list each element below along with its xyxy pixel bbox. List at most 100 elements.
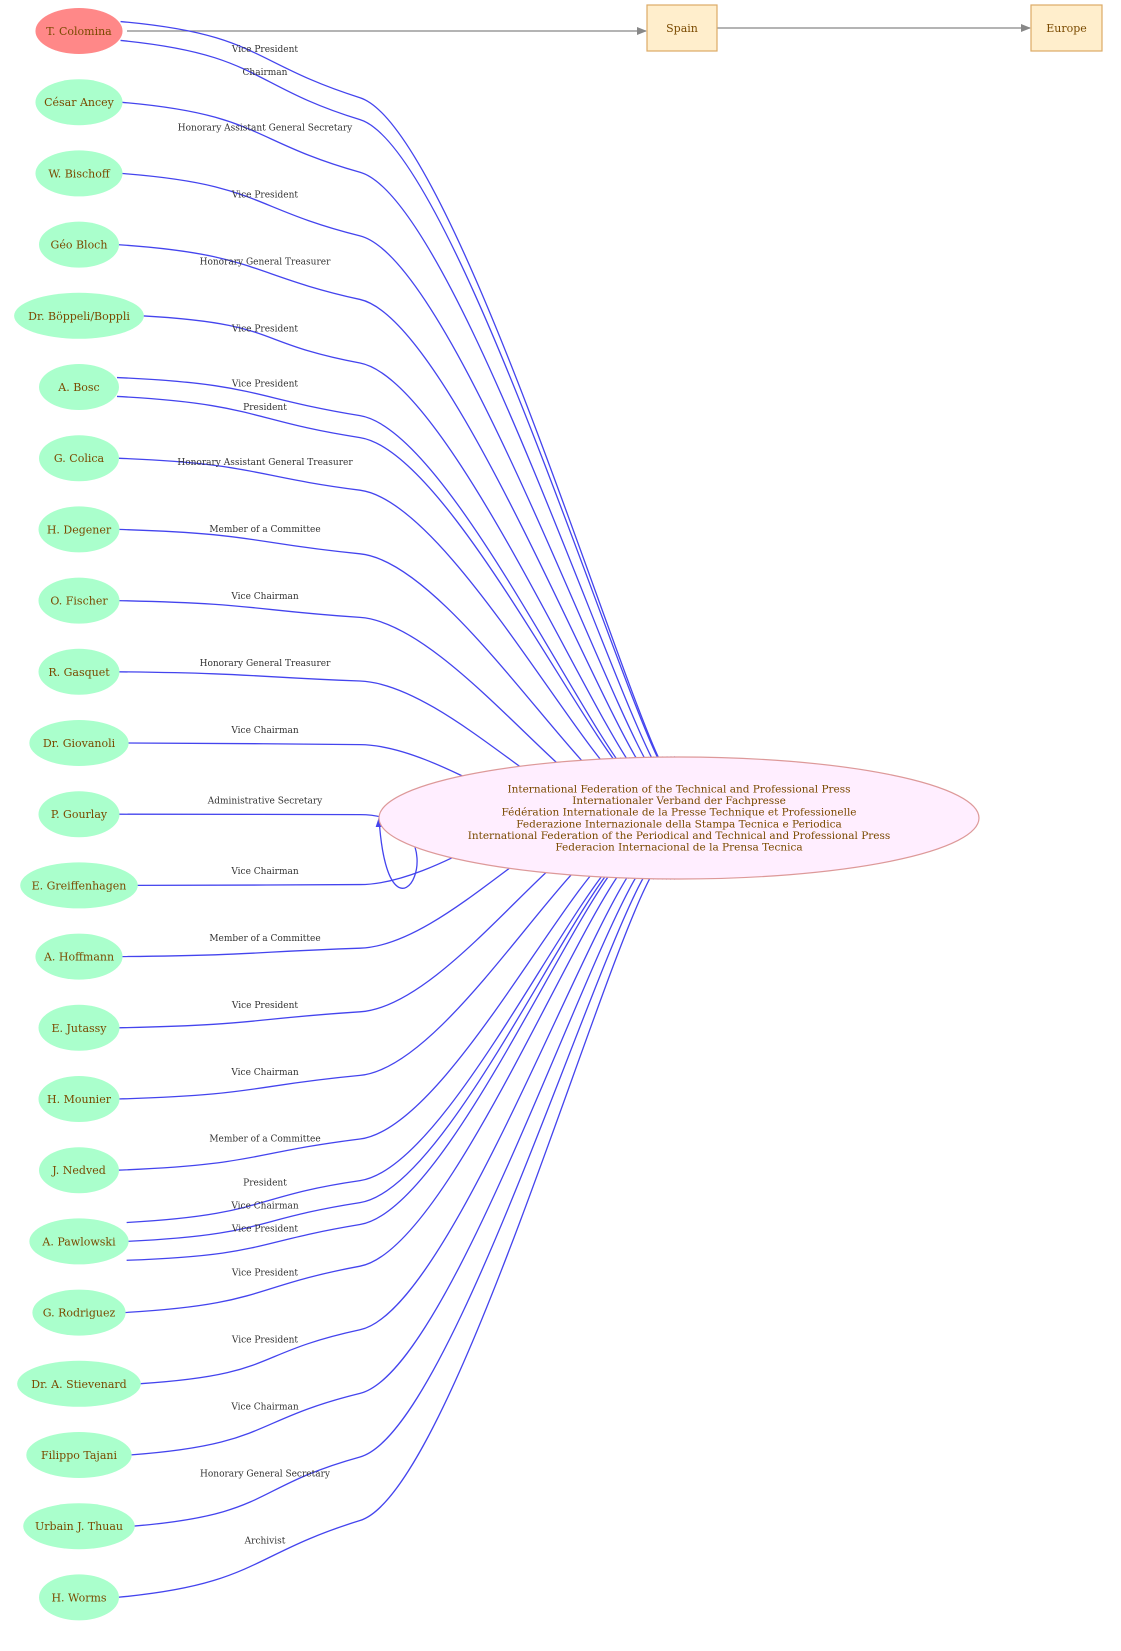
organization-name-line: Federacion Internacional de la Prensa Te… (555, 842, 802, 854)
edge-filippo-tajani-0 (129, 853, 671, 1456)
role-label: Vice Chairman (230, 726, 299, 736)
person-name: W. Bischoff (48, 167, 110, 180)
edge-h-degener-0 (117, 528, 648, 800)
person-name: A. Pawlowski (41, 1235, 116, 1248)
edge-cesar-ancey-0 (120, 101, 676, 781)
person-name: O. Fischer (50, 595, 108, 608)
role-label: Vice President (231, 1001, 299, 1011)
person-node-p-gourlay[interactable]: P. Gourlay (38, 791, 120, 838)
person-node-geo-bloch[interactable]: Géo Bloch (39, 221, 119, 268)
edge-urbain-j-thuau-0 (132, 854, 675, 1527)
location-node-spain[interactable]: Spain (646, 4, 718, 52)
role-label: Vice Chairman (230, 1402, 299, 1412)
role-label: President (243, 1179, 287, 1189)
person-name: J. Nedved (51, 1164, 106, 1177)
person-name: Filippo Tajani (41, 1449, 117, 1462)
person-node-cesar-ancey[interactable]: César Ancey (35, 79, 123, 126)
person-node-w-bischoff[interactable]: W. Bischoff (35, 150, 123, 197)
person-name: César Ancey (44, 96, 115, 109)
role-label: Honorary Assistant General Secretary (178, 123, 353, 133)
person-name: Dr. A. Stievenard (31, 1378, 126, 1391)
person-name: A. Bosc (57, 381, 99, 394)
person-name: H. Degener (47, 523, 112, 536)
person-node-a-bosc[interactable]: A. Bosc (39, 364, 119, 410)
organization-name-line: Federazione Internazionale della Stampa … (516, 818, 842, 830)
edge-a-pawlowski-0 (126, 843, 657, 1224)
person-name: R. Gasquet (48, 666, 110, 679)
person-node-h-degener[interactable]: H. Degener (38, 506, 120, 553)
person-node-e-jutassy[interactable]: E. Jutassy (38, 1004, 120, 1051)
role-label: Honorary Assistant General Treasurer (177, 458, 353, 468)
role-label: Member of a Committee (209, 934, 320, 944)
role-label: Vice Chairman (230, 1068, 299, 1078)
organization-node[interactable]: International Federation of the Technica… (378, 756, 980, 880)
edge-dr-a-stievenard-0 (138, 851, 666, 1385)
person-node-filippo-tajani[interactable]: Filippo Tajani (26, 1432, 132, 1478)
person-name: P. Gourlay (51, 808, 108, 821)
person-name: Dr. Giovanoli (43, 737, 116, 750)
role-label: Vice President (231, 45, 299, 55)
person-node-dr-a-stievenard[interactable]: Dr. A. Stievenard (17, 1360, 141, 1407)
organization-name-line: Internationaler Verband der Fachpresse (572, 795, 786, 807)
person-node-h-mounier[interactable]: H. Mounier (38, 1076, 120, 1122)
edge-h-worms-0 (116, 856, 678, 1599)
person-node-o-fischer[interactable]: O. Fischer (38, 577, 120, 624)
role-label: Honorary General Secretary (200, 1469, 331, 1479)
edge-a-bosc-0 (116, 376, 659, 791)
role-label: Honorary General Treasurer (200, 257, 331, 267)
role-label: Vice Chairman (230, 1202, 299, 1212)
edge-t-colomina-0 (120, 20, 680, 780)
role-label: Vice Chairman (230, 592, 299, 602)
organization-name-line: International Federation of the Technica… (507, 784, 850, 796)
person-name: G. Colica (54, 452, 105, 465)
edge-t-colomina-1 (120, 39, 680, 780)
person-node-t-colomina[interactable]: T. Colomina (35, 8, 123, 54)
edge-w-bischoff-0 (120, 172, 672, 783)
location-label: Spain (666, 22, 698, 35)
person-name: T. Colomina (46, 25, 112, 38)
person-node-a-hoffmann[interactable]: A. Hoffmann (35, 933, 123, 980)
edge-h-mounier-0 (117, 835, 646, 1100)
person-name: A. Hoffmann (43, 951, 114, 964)
location-node-europe[interactable]: Europe (1030, 4, 1103, 52)
person-node-a-pawlowski[interactable]: A. Pawlowski (29, 1218, 129, 1265)
person-node-urbain-j-thuau[interactable]: Urbain J. Thuau (23, 1503, 135, 1550)
role-label: Vice Chairman (230, 867, 299, 877)
person-name: E. Greiffenhagen (32, 879, 127, 892)
person-name: E. Jutassy (52, 1022, 108, 1035)
edge-a-pawlowski-1 (126, 844, 657, 1243)
role-label: Archivist (244, 1536, 286, 1546)
role-label: Vice President (231, 1269, 299, 1279)
edge-a-bosc-1 (116, 395, 659, 792)
person-name: Géo Bloch (51, 239, 108, 252)
person-node-r-gasquet[interactable]: R. Gasquet (38, 648, 120, 695)
person-node-dr-giovanoli[interactable]: Dr. Giovanoli (29, 720, 129, 766)
role-label: Vice President (231, 190, 299, 200)
role-label: President (243, 403, 287, 413)
person-name: H. Mounier (47, 1093, 112, 1106)
person-node-g-colica[interactable]: G. Colica (39, 435, 119, 482)
edge-j-nedved-0 (116, 841, 652, 1171)
person-node-h-worms[interactable]: H. Worms (39, 1574, 119, 1621)
person-name: H. Worms (51, 1591, 106, 1604)
person-node-e-greiffenhagen[interactable]: E. Greiffenhagen (20, 862, 138, 909)
edge-p-gourlay-0 (117, 813, 418, 889)
person-node-j-nedved[interactable]: J. Nedved (39, 1147, 119, 1194)
organization-name-line: International Federation of the Periodic… (468, 830, 891, 842)
role-label: Honorary General Treasurer (200, 659, 331, 669)
person-name: Urbain J. Thuau (35, 1520, 123, 1533)
person-name: G. Rodriguez (43, 1307, 116, 1320)
role-label: Vice President (231, 324, 299, 334)
person-node-g-rodriguez[interactable]: G. Rodriguez (32, 1289, 126, 1336)
organization-name-line: Fédération Internationale de la Presse T… (501, 807, 856, 819)
person-node-dr-boppeli-boppli[interactable]: Dr. Böppeli/Boppli (14, 292, 144, 339)
role-label: Vice President (231, 380, 299, 390)
role-label: Vice President (231, 1225, 299, 1235)
role-label: Administrative Secretary (207, 796, 323, 806)
location-label: Europe (1046, 22, 1087, 35)
edge-a-pawlowski-2 (126, 845, 657, 1261)
person-name: Dr. Böppeli/Boppli (28, 310, 130, 323)
role-label: Vice President (231, 1336, 299, 1346)
